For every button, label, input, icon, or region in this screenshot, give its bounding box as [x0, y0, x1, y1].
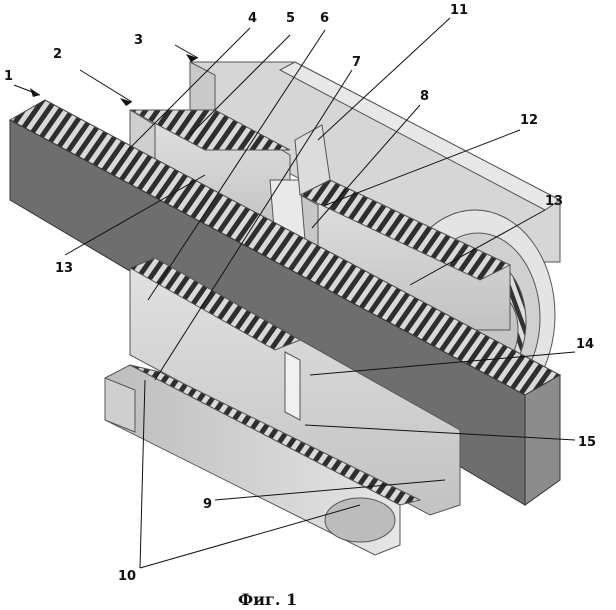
- label-2: 2: [53, 47, 62, 62]
- label-8: 8: [420, 89, 429, 104]
- label-9: 9: [203, 497, 212, 512]
- label-13-left: 13: [55, 261, 73, 276]
- label-6: 6: [320, 11, 329, 26]
- label-10: 10: [118, 569, 136, 584]
- label-12: 12: [520, 113, 538, 128]
- label-5: 5: [286, 11, 295, 26]
- label-1: 1: [4, 69, 13, 84]
- label-3: 3: [134, 33, 143, 48]
- label-13-right: 13: [545, 194, 563, 209]
- label-11: 11: [450, 3, 468, 18]
- label-7: 7: [352, 55, 361, 70]
- label-4: 4: [248, 11, 257, 26]
- figure-caption: Фиг. 1: [238, 590, 297, 609]
- label-14: 14: [576, 337, 594, 352]
- label-15: 15: [578, 435, 596, 450]
